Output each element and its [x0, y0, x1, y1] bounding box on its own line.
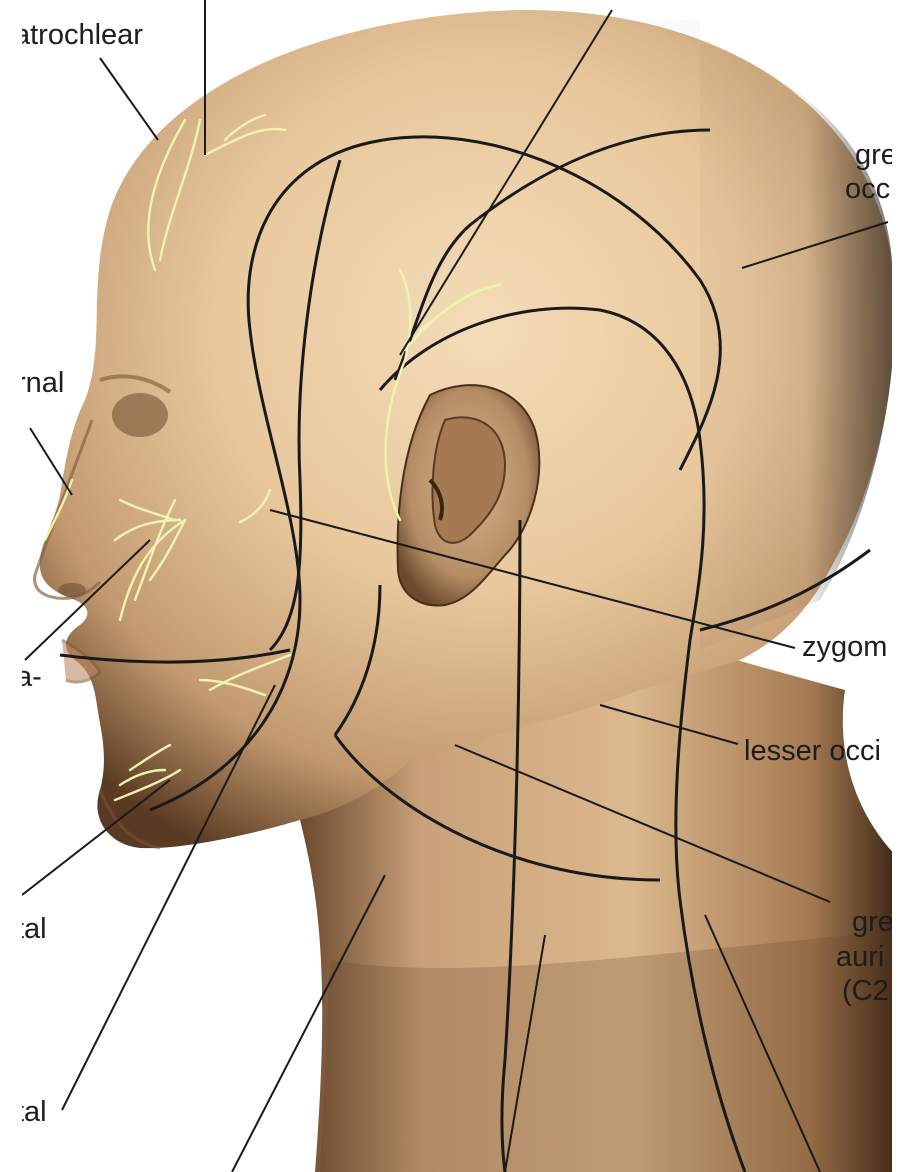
- label-external-nasal: rnal: [16, 366, 64, 400]
- nostril: [58, 583, 86, 597]
- eye-socket: [112, 393, 168, 437]
- leader-external-nasal: [30, 428, 72, 495]
- label-supratrochlear: atrochlear: [14, 18, 143, 52]
- left-crop-edge: [0, 0, 22, 1172]
- label-lesser-occipital: lesser occi: [744, 734, 881, 768]
- label-greater-auricular-line2: auri: [836, 940, 884, 974]
- label-greater-auricular-line1: gre: [852, 905, 894, 939]
- leader-supratrochlear: [100, 58, 158, 140]
- label-greater-auricular-line3: (C2: [842, 974, 889, 1008]
- label-greater-occipital-line2: occi: [845, 172, 897, 206]
- label-greater-occipital-line1: gre: [855, 138, 897, 172]
- right-crop-edge: [892, 0, 910, 1172]
- label-zygomatic: zygom: [802, 630, 887, 664]
